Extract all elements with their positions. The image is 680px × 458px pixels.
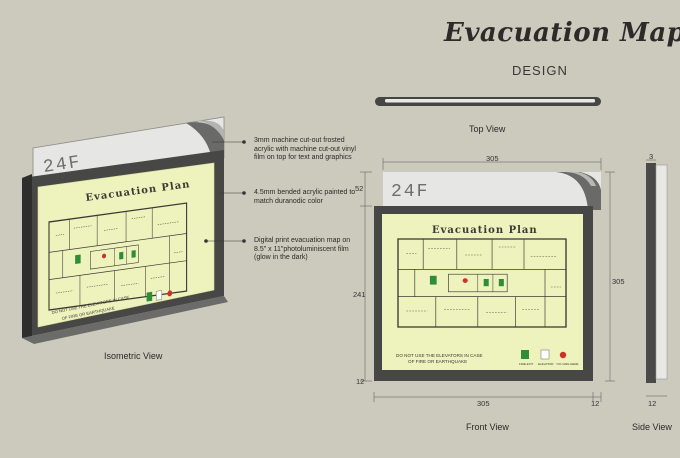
caption-side-view: Side View xyxy=(632,422,672,432)
note-frosted-acrylic: 3mm machine cut-out frosted acrylic with… xyxy=(254,137,356,161)
legend-elevator: ELEVATOR xyxy=(538,362,554,366)
front-view xyxy=(374,172,601,381)
page-title: Evacuation Map xyxy=(444,18,680,48)
caption-top-view: Top View xyxy=(469,124,506,134)
isometric-view xyxy=(22,116,228,344)
dim-frame-height: 241 xyxy=(353,290,366,299)
dim-bottom-margin: 12 xyxy=(356,377,365,386)
legend-you-are-here: YOU ARE HERE xyxy=(556,362,579,366)
legend-fire-exit: FIRE EXIT xyxy=(519,362,534,366)
caption-isometric-view: Isometric View xyxy=(104,351,163,361)
dim-header-height: 52 xyxy=(355,184,364,193)
dimension-lines xyxy=(360,158,615,402)
dim-bottom-margin-right: 12 xyxy=(591,399,600,408)
dim-right-height: 305 xyxy=(612,277,625,286)
front-plan-title: Evacuation Plan xyxy=(432,225,538,236)
front-warning-line1: DO NOT USE THE ELEVATORS IN CASE xyxy=(396,353,483,358)
top-view xyxy=(375,97,601,106)
caption-front-view: Front View xyxy=(466,422,509,432)
dim-side-depth-bottom: 12 xyxy=(648,399,657,408)
dim-side-depth-top: 3 xyxy=(649,152,654,161)
page-subtitle: DESIGN xyxy=(512,63,568,78)
dim-top-width: 305 xyxy=(486,154,499,163)
front-warning-line2: OF FIRE OR EARTHQUAKE xyxy=(408,359,467,364)
front-floor-label: 24F xyxy=(391,182,429,202)
side-view xyxy=(646,159,668,397)
note-photoluminescent-film: Digital print evacuation map on 8.5" x 1… xyxy=(254,237,351,261)
dim-bottom-width: 305 xyxy=(477,399,490,408)
leader-lines xyxy=(204,140,246,243)
note-bended-acrylic: 4.5mm bended acrylic painted to match du… xyxy=(254,189,356,205)
